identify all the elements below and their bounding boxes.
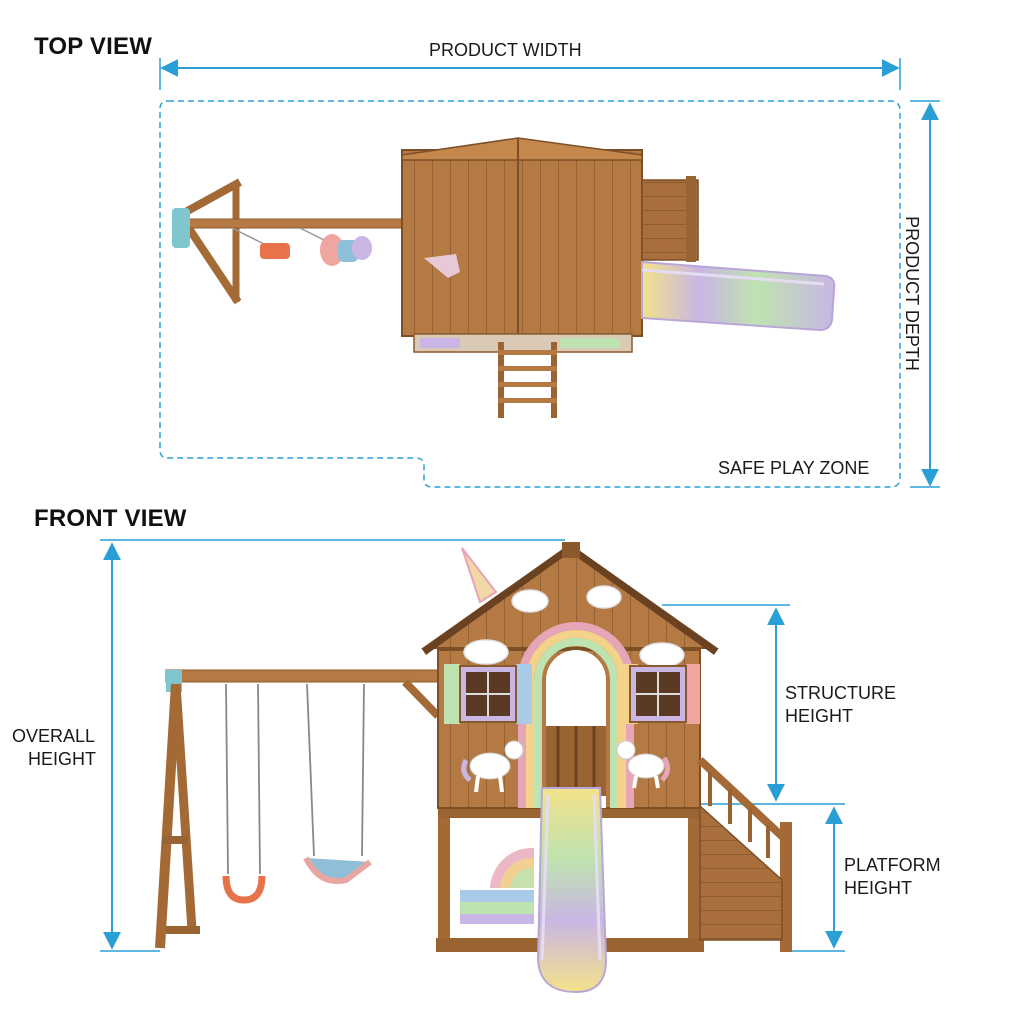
- unicorn-icon-left: [461, 740, 524, 793]
- top-ladder: [498, 342, 557, 418]
- front-playhouse: [420, 542, 720, 809]
- overall-height-label-line1: OVERALL: [12, 726, 96, 746]
- top-toddler-seat: [320, 234, 344, 266]
- window-right: [622, 664, 700, 724]
- cloud-icon: [463, 585, 685, 668]
- safe-play-zone-outline: [159, 100, 901, 488]
- safe-play-zone-label: SAFE PLAY ZONE: [718, 458, 870, 478]
- top-side-stairs: [641, 176, 699, 262]
- structure-height-label-line1: STRUCTURE: [785, 683, 896, 703]
- structure-height-label-line2: HEIGHT: [785, 706, 854, 726]
- front-view-title: FRONT VIEW: [34, 505, 187, 532]
- top-view: [159, 58, 940, 488]
- top-slide: [641, 260, 836, 332]
- front-view: [100, 539, 845, 994]
- rainbow-arch: [518, 622, 634, 808]
- top-swing-seat: [260, 243, 290, 259]
- product-width-label: PRODUCT WIDTH: [429, 40, 582, 60]
- platform-height-label-line2: HEIGHT: [844, 878, 913, 898]
- overall-height-label-line2: HEIGHT: [28, 749, 97, 769]
- front-slide: [536, 787, 608, 994]
- front-toddler-seat: [303, 856, 372, 884]
- unicorn-horn: [461, 547, 498, 604]
- front-swing-seat: [222, 875, 266, 904]
- front-swing-set: [155, 669, 441, 949]
- top-roof: [401, 137, 643, 353]
- window-left: [444, 664, 532, 724]
- unicorn-icon-right: [616, 740, 670, 789]
- platform-height-label-line1: PLATFORM: [844, 855, 941, 875]
- top-view-title: TOP VIEW: [34, 33, 153, 60]
- front-side-stairs: [697, 757, 792, 952]
- product-depth-label: PRODUCT DEPTH: [901, 216, 922, 371]
- top-swing-frame: [172, 178, 403, 305]
